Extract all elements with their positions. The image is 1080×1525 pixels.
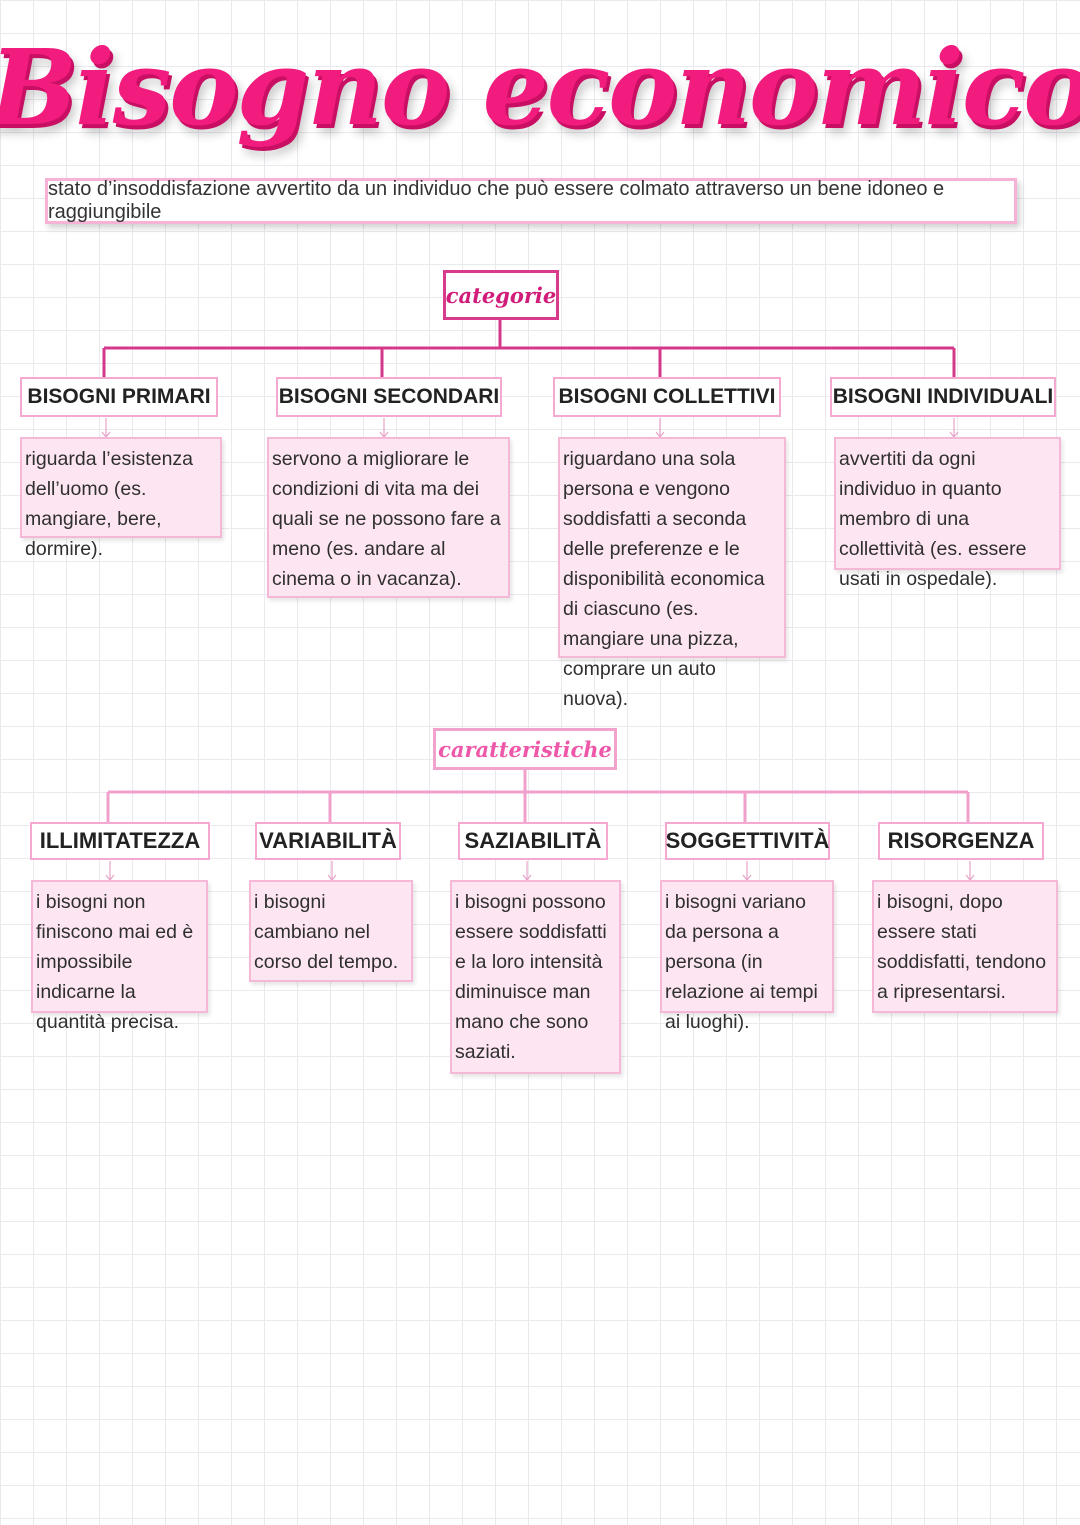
definition-box: stato d’insoddisfazione avvertito da un … <box>45 178 1017 224</box>
heading-saziabilita: SAZIABILITÀ <box>458 822 608 860</box>
text-bisogni-primari: riguarda l’esistenza dell’uomo (es. mang… <box>20 437 222 560</box>
heading-variabilita: VARIABILITÀ <box>255 822 401 860</box>
heading-bisogni-secondari: BISOGNI SECONDARI <box>276 377 502 417</box>
categorie-arrows <box>101 418 959 438</box>
text-variabilita: i bisogni cambiano nel corso del tempo. <box>249 880 413 982</box>
heading-illimitatezza: ILLIMITATEZZA <box>30 822 210 860</box>
text-bisogni-collettivi: riguardano una sola persona e vengono so… <box>558 437 786 710</box>
heading-bisogni-primari: BISOGNI PRIMARI <box>20 377 218 417</box>
categorie-connectors <box>102 320 956 377</box>
text-risorgenza: i bisogni, dopo essere stati soddisfatti… <box>872 880 1058 1013</box>
text-saziabilita: i bisogni possono essere soddisfatti e l… <box>450 880 621 1074</box>
heading-bisogni-collettivi: BISOGNI COLLETTIVI <box>553 377 781 417</box>
categorie-label: categorie <box>443 270 559 320</box>
text-illimitatezza: i bisogni non finiscono mai ed è impossi… <box>31 880 208 1033</box>
heading-soggettivita: SOGGETTIVITÀ <box>665 822 830 860</box>
caratteristiche-arrows <box>105 861 975 881</box>
text-soggettivita: i bisogni variano da persona a persona (… <box>660 880 834 1033</box>
page-title: Bisogno economico <box>0 26 1080 149</box>
text-bisogni-secondari: servono a migliorare le condizioni di vi… <box>267 437 510 598</box>
caratteristiche-connectors <box>106 770 970 822</box>
caratteristiche-label: caratteristiche <box>433 728 617 770</box>
heading-risorgenza: RISORGENZA <box>878 822 1044 860</box>
text-bisogni-individuali: avvertiti da ogni individuo in quanto me… <box>834 437 1061 590</box>
heading-bisogni-individuali: BISOGNI INDIVIDUALI <box>830 377 1056 417</box>
